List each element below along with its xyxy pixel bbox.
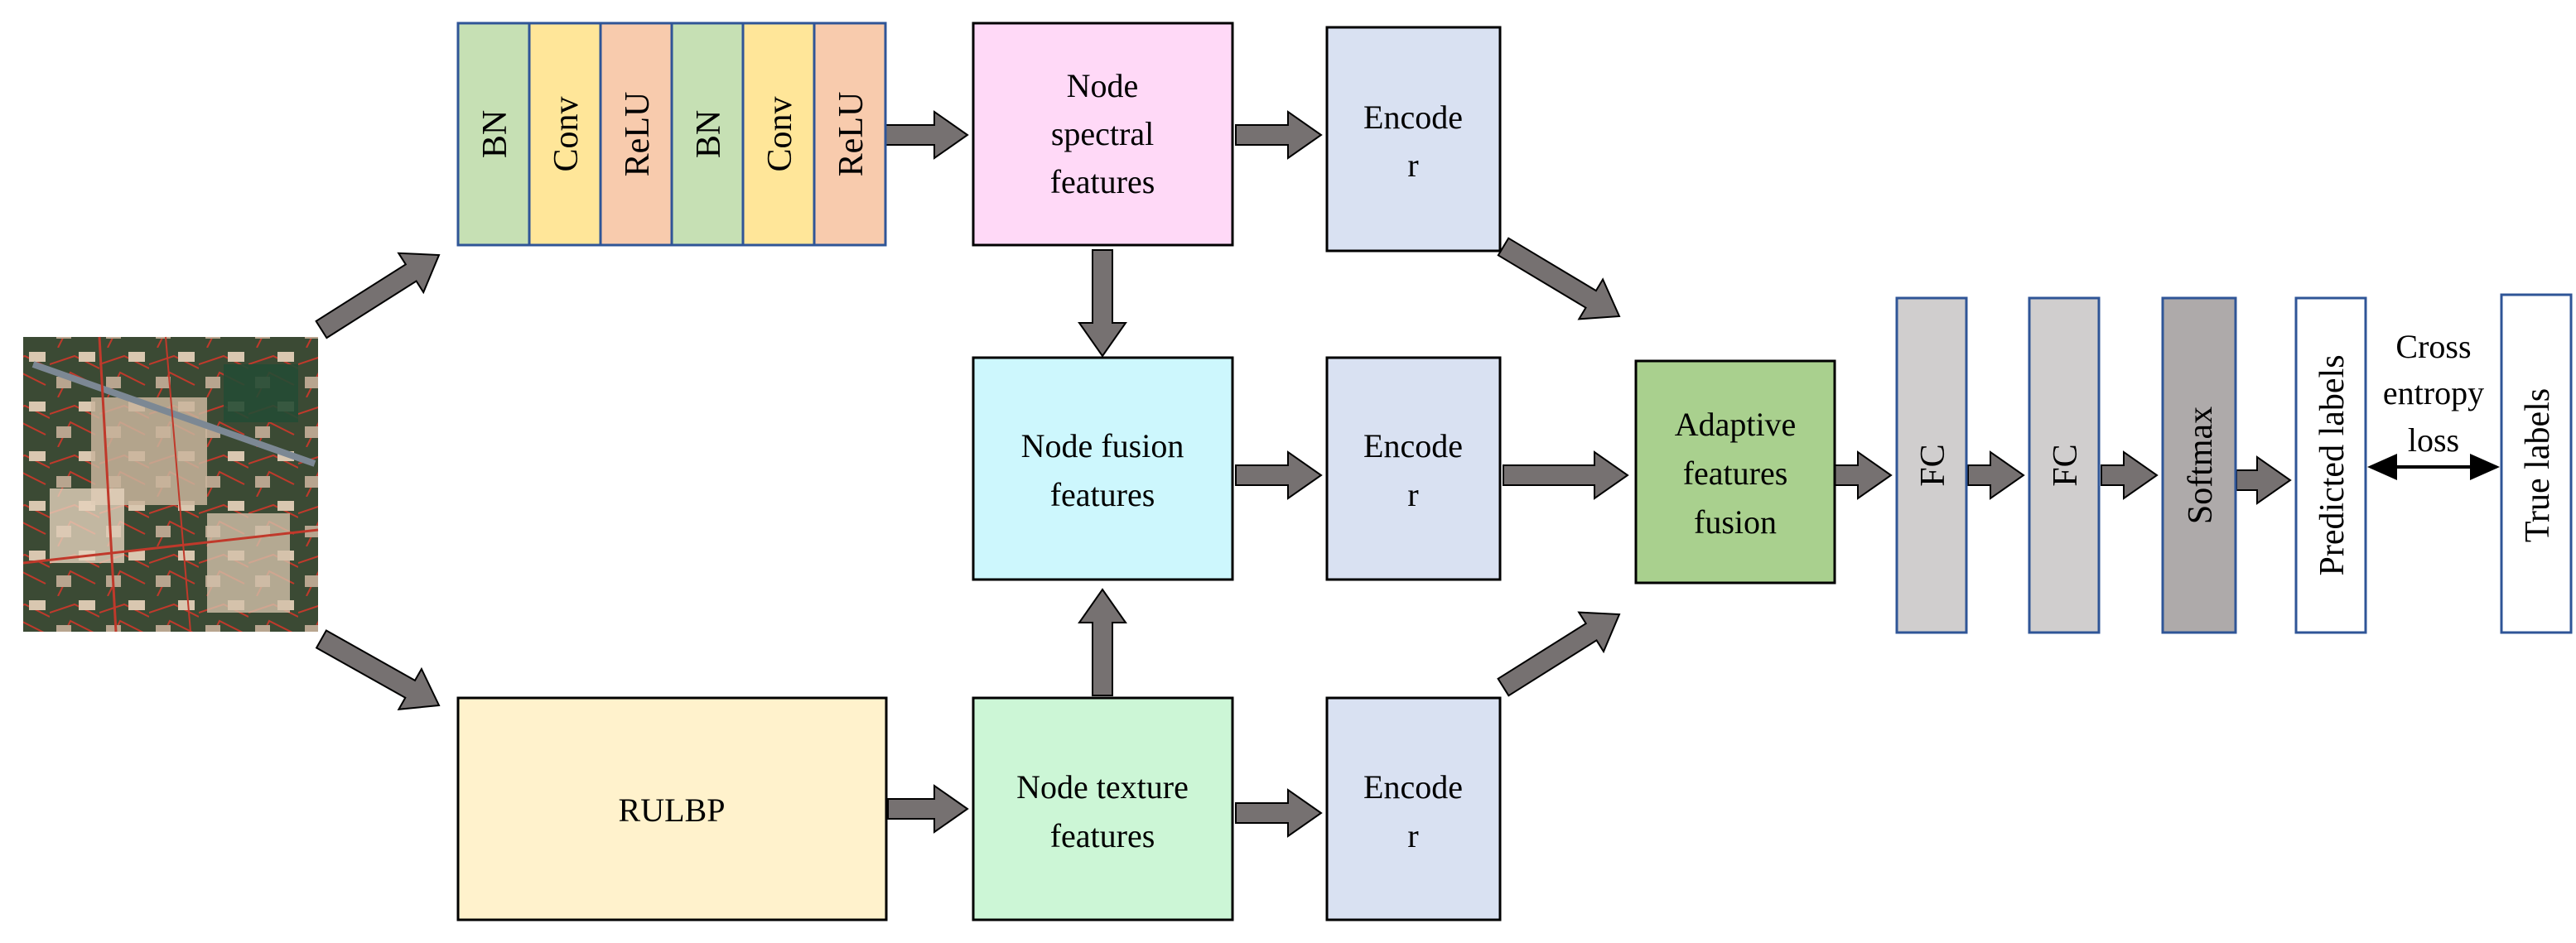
fc-1-label: FC xyxy=(1914,444,1952,486)
predicted-labels-block: Predicted labels xyxy=(2294,296,2367,634)
arrow-texture-to-encoder xyxy=(1235,788,1323,838)
node-spectral-features: Node spectral features xyxy=(972,22,1234,247)
fc-2-label: FC xyxy=(2047,444,2085,486)
cross-entropy-loss: Cross entropy loss xyxy=(2367,328,2500,480)
encoder-bottom-line-1: Encode xyxy=(1363,768,1463,806)
node-texture-line-2: features xyxy=(1050,817,1155,854)
arrow-fusion-to-encoder xyxy=(1235,450,1323,500)
spectral-layer-stack: BN Conv ReLU BN Conv ReLU xyxy=(456,22,887,247)
fc-block-2: FC xyxy=(2028,296,2101,634)
node-spectral-line-2: spectral xyxy=(1051,115,1154,152)
node-texture-line-1: Node texture xyxy=(1016,768,1189,806)
encoder-mid-line-2: r xyxy=(1407,476,1418,513)
encoder-bottom: Encode r xyxy=(1325,696,1502,921)
layer-cell-relu xyxy=(813,22,887,247)
layer-label-relu: ReLU xyxy=(832,92,871,177)
layer-cell-conv xyxy=(741,22,816,247)
encoder-top: Encode r xyxy=(1325,26,1502,253)
layer-label-conv: Conv xyxy=(548,96,586,171)
adaptive-line-1: Adaptive xyxy=(1675,406,1797,443)
arrow-spectral-to-fusion xyxy=(1078,249,1127,358)
layer-label-conv: Conv xyxy=(761,96,799,171)
arrow-rulbp-to-texture xyxy=(887,784,969,834)
node-spectral-line-1: Node xyxy=(1067,67,1139,104)
arrow-texture-to-fusion xyxy=(1078,588,1127,696)
softmax-block: Softmax xyxy=(2161,296,2237,634)
layer-cell-conv xyxy=(528,22,602,247)
arrow-fc1-to-fc2 xyxy=(1967,450,2025,500)
true-labels-block: True labels xyxy=(2500,293,2573,634)
rulbp-block: RULBP xyxy=(456,696,888,921)
arrow-image-to-rulbp xyxy=(315,629,441,710)
arrow-softmax-to-predicted xyxy=(2236,455,2292,505)
adaptive-line-2: features xyxy=(1683,455,1788,492)
fc-block-1: FC xyxy=(1895,296,1968,634)
layer-label-bn: BN xyxy=(476,110,514,158)
encoder-top-line-1: Encode xyxy=(1363,99,1463,136)
layer-cell-bn xyxy=(670,22,745,247)
encoder-top-line-2: r xyxy=(1407,147,1418,184)
rulbp-label: RULBP xyxy=(619,791,726,829)
loss-line-1: Cross xyxy=(2395,328,2471,365)
softmax-label: Softmax xyxy=(2182,407,2220,524)
arrow-fc2-to-softmax xyxy=(2101,450,2159,500)
arrow-encoder-top-to-adaptive xyxy=(1497,237,1621,320)
adaptive-line-3: fusion xyxy=(1694,503,1777,541)
layer-cell-bn xyxy=(456,22,531,247)
encoder-mid: Encode r xyxy=(1325,356,1502,581)
layer-label-relu: ReLU xyxy=(619,92,657,177)
true-labels-label: True labels xyxy=(2519,388,2557,542)
arrow-layers-to-spectral xyxy=(884,110,969,160)
node-fusion-features: Node fusion features xyxy=(972,356,1234,581)
predicted-labels-label: Predicted labels xyxy=(2313,354,2352,575)
node-fusion-line-1: Node fusion xyxy=(1021,427,1184,464)
encoder-bottom-line-2: r xyxy=(1407,817,1418,854)
encoder-mid-line-1: Encode xyxy=(1363,427,1463,464)
node-spectral-line-3: features xyxy=(1050,163,1155,200)
node-fusion-line-2: features xyxy=(1050,476,1155,513)
input-image xyxy=(22,336,319,633)
arrow-image-to-layers xyxy=(315,252,441,339)
arrow-adaptive-to-fc1 xyxy=(1834,450,1893,500)
loss-line-2: entropy xyxy=(2383,374,2484,411)
loss-line-3: loss xyxy=(2408,421,2459,459)
arrow-encoder-bottom-to-adaptive xyxy=(1497,611,1621,697)
node-texture-features: Node texture features xyxy=(972,696,1234,921)
arrow-spectral-to-encoder xyxy=(1235,110,1323,160)
arrow-encoder-mid-to-adaptive xyxy=(1503,450,1629,500)
layer-label-bn: BN xyxy=(690,110,728,158)
flow-arrows xyxy=(315,110,2292,838)
adaptive-features-fusion: Adaptive features fusion xyxy=(1634,359,1836,585)
